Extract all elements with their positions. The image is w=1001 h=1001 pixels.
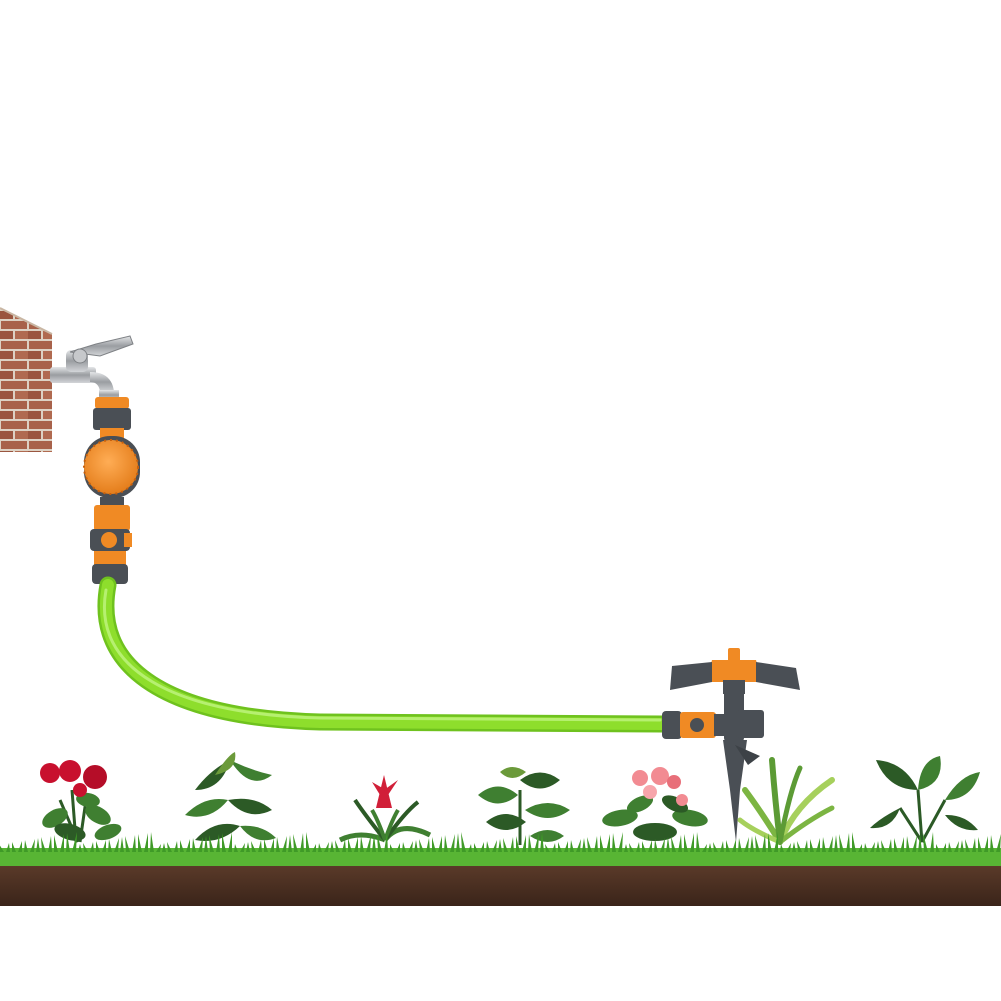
garden-hose xyxy=(97,576,671,733)
sprinkler-inlet-connector xyxy=(662,711,726,739)
brick-wall xyxy=(0,307,53,452)
dracaena-plant xyxy=(737,757,835,845)
sprinkler-head xyxy=(670,648,800,694)
azalea-plant xyxy=(602,767,708,841)
ivy-plant xyxy=(478,767,570,845)
water-faucet xyxy=(50,335,134,400)
bromeliad-plant xyxy=(338,775,432,843)
quick-connector xyxy=(90,505,132,584)
grass-strip xyxy=(0,832,1001,870)
rose-plant xyxy=(40,760,122,843)
tropical-plant xyxy=(870,756,980,843)
sprinkler-spike xyxy=(723,690,764,842)
water-timer xyxy=(83,397,140,507)
croton-plant xyxy=(185,752,276,842)
soil-strip xyxy=(0,866,1001,906)
timer-dial xyxy=(84,440,138,494)
